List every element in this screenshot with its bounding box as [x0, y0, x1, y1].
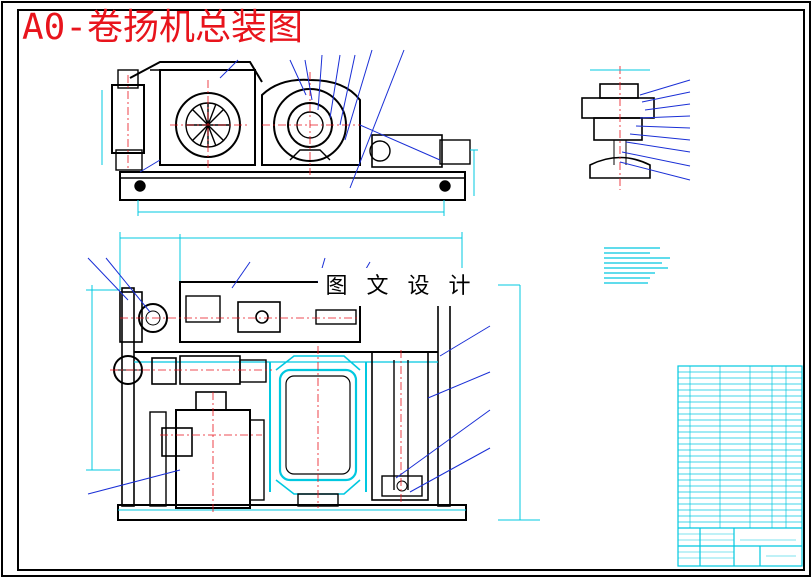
front-elevation-view [101, 49, 478, 216]
reducer-housing [261, 78, 361, 166]
gearbox [179, 281, 361, 343]
plan-view [86, 232, 540, 521]
title-block [677, 365, 803, 567]
base-plate [117, 504, 467, 521]
base-frame [119, 171, 466, 201]
drawing-title: A0-卷扬机总装图 [22, 7, 304, 48]
inner-frame [17, 9, 805, 571]
watermark-label: 图 文 设 计 [318, 268, 484, 306]
technical-notes [604, 247, 670, 284]
side-detail-view [581, 66, 691, 190]
brake-unit [111, 84, 145, 154]
